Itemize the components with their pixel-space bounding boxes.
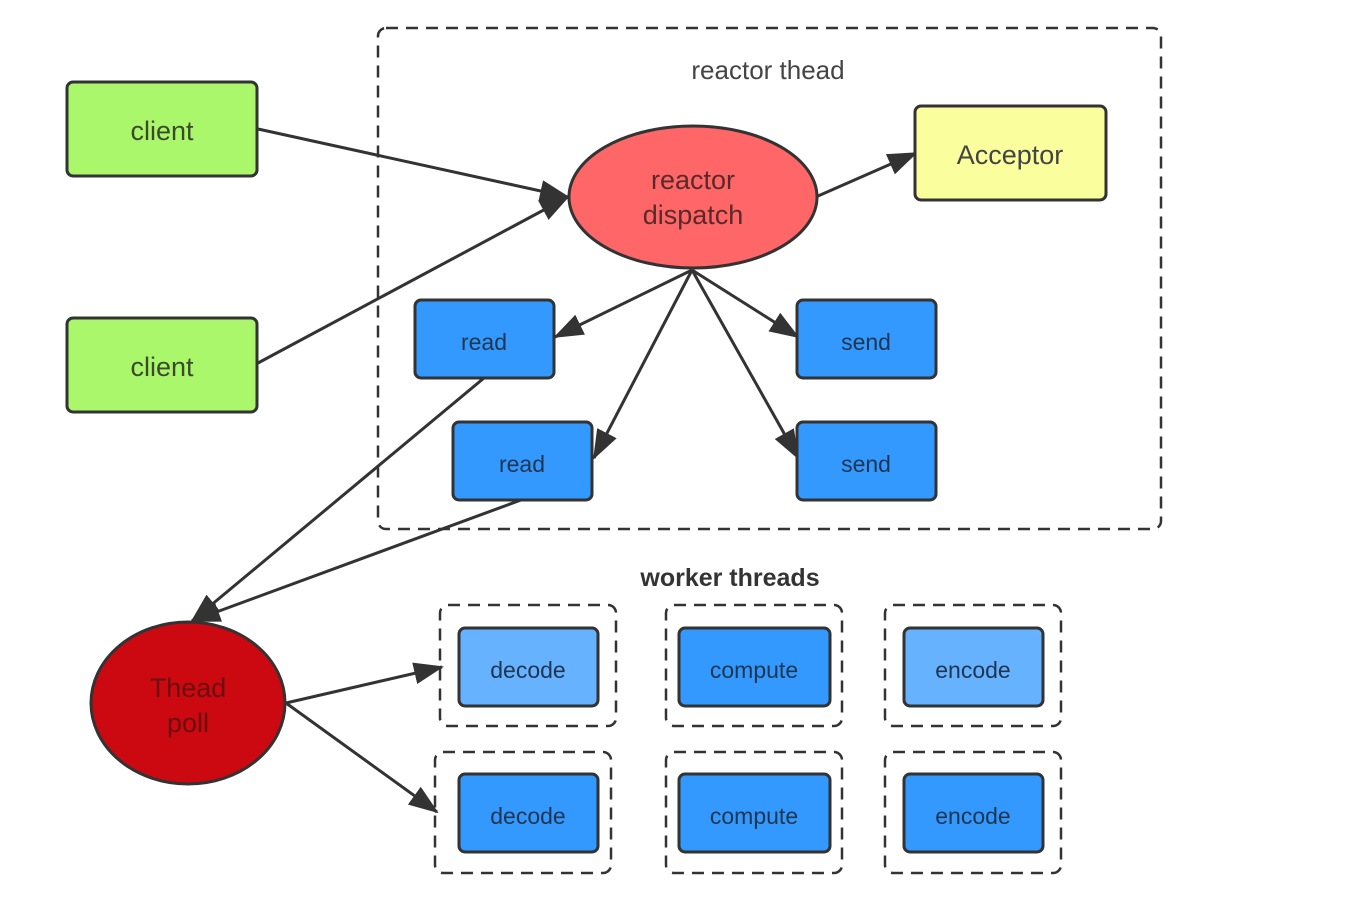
worker-group-encode-2: [883, 750, 1063, 875]
compute-label-2: compute: [710, 803, 798, 829]
edge-dispatch-send1: [691, 268, 800, 339]
worker-group-decode-2: [433, 750, 613, 875]
decode-node-1: decode: [457, 626, 600, 708]
compute-node-1: compute: [677, 626, 832, 708]
reactor-dispatch-node: reactor dispatch: [567, 124, 819, 270]
encode-label-2: encode: [935, 803, 1010, 829]
read-label-2: read: [499, 451, 545, 477]
send-node-1: send: [795, 298, 938, 380]
edge-client1-dispatch: [257, 127, 570, 202]
thread-pool-line1: Thead: [150, 673, 227, 703]
client-label-1: client: [130, 116, 194, 146]
reactor-thread-label: reactor thead: [691, 55, 844, 85]
client-node-2: client: [65, 316, 259, 414]
read-label-1: read: [461, 329, 507, 355]
edge-read1-threadpool: [190, 376, 485, 623]
worker-group-compute-1: [664, 603, 844, 728]
read-node-2: read: [451, 420, 594, 502]
edge-dispatch-send2: [690, 269, 800, 460]
decode-label-2: decode: [490, 803, 565, 829]
client-label-2: client: [130, 352, 194, 382]
read-node-1: read: [413, 298, 556, 380]
thread-pool-line2: poll: [167, 708, 209, 738]
worker-threads-label: worker threads: [639, 564, 819, 592]
reactor-dispatch-line2: dispatch: [643, 200, 744, 230]
edge-threadpool-decode2: [285, 701, 439, 814]
edge-dispatch-acceptor: [817, 151, 918, 198]
decode-node-2: decode: [457, 772, 600, 854]
edge-read2-threadpool: [190, 498, 522, 623]
worker-group-decode-1: [438, 603, 618, 728]
send-node-2: send: [795, 420, 938, 502]
acceptor-node: Acceptor: [913, 104, 1108, 202]
acceptor-label: Acceptor: [957, 140, 1064, 170]
client-node-1: client: [65, 80, 259, 178]
decode-label-1: decode: [490, 657, 565, 683]
encode-label-1: encode: [935, 657, 1010, 683]
worker-group-compute-2: [664, 750, 844, 875]
edge-threadpool-decode1: [285, 662, 444, 705]
worker-group-encode-1: [883, 603, 1063, 728]
encode-node-2: encode: [902, 772, 1045, 854]
compute-node-2: compute: [677, 772, 832, 854]
send-label-1: send: [841, 329, 891, 355]
encode-node-1: encode: [902, 626, 1045, 708]
edge-dispatch-read1: [553, 268, 693, 339]
reactor-dispatch-line1: reactor: [651, 165, 735, 195]
thread-pool-node: Thead poll: [89, 620, 287, 786]
compute-label-1: compute: [710, 657, 798, 683]
edge-dispatch-read2: [592, 269, 694, 460]
reactor-thread-group: [376, 26, 1163, 531]
send-label-2: send: [841, 451, 891, 477]
edge-client2-dispatch: [257, 195, 570, 365]
